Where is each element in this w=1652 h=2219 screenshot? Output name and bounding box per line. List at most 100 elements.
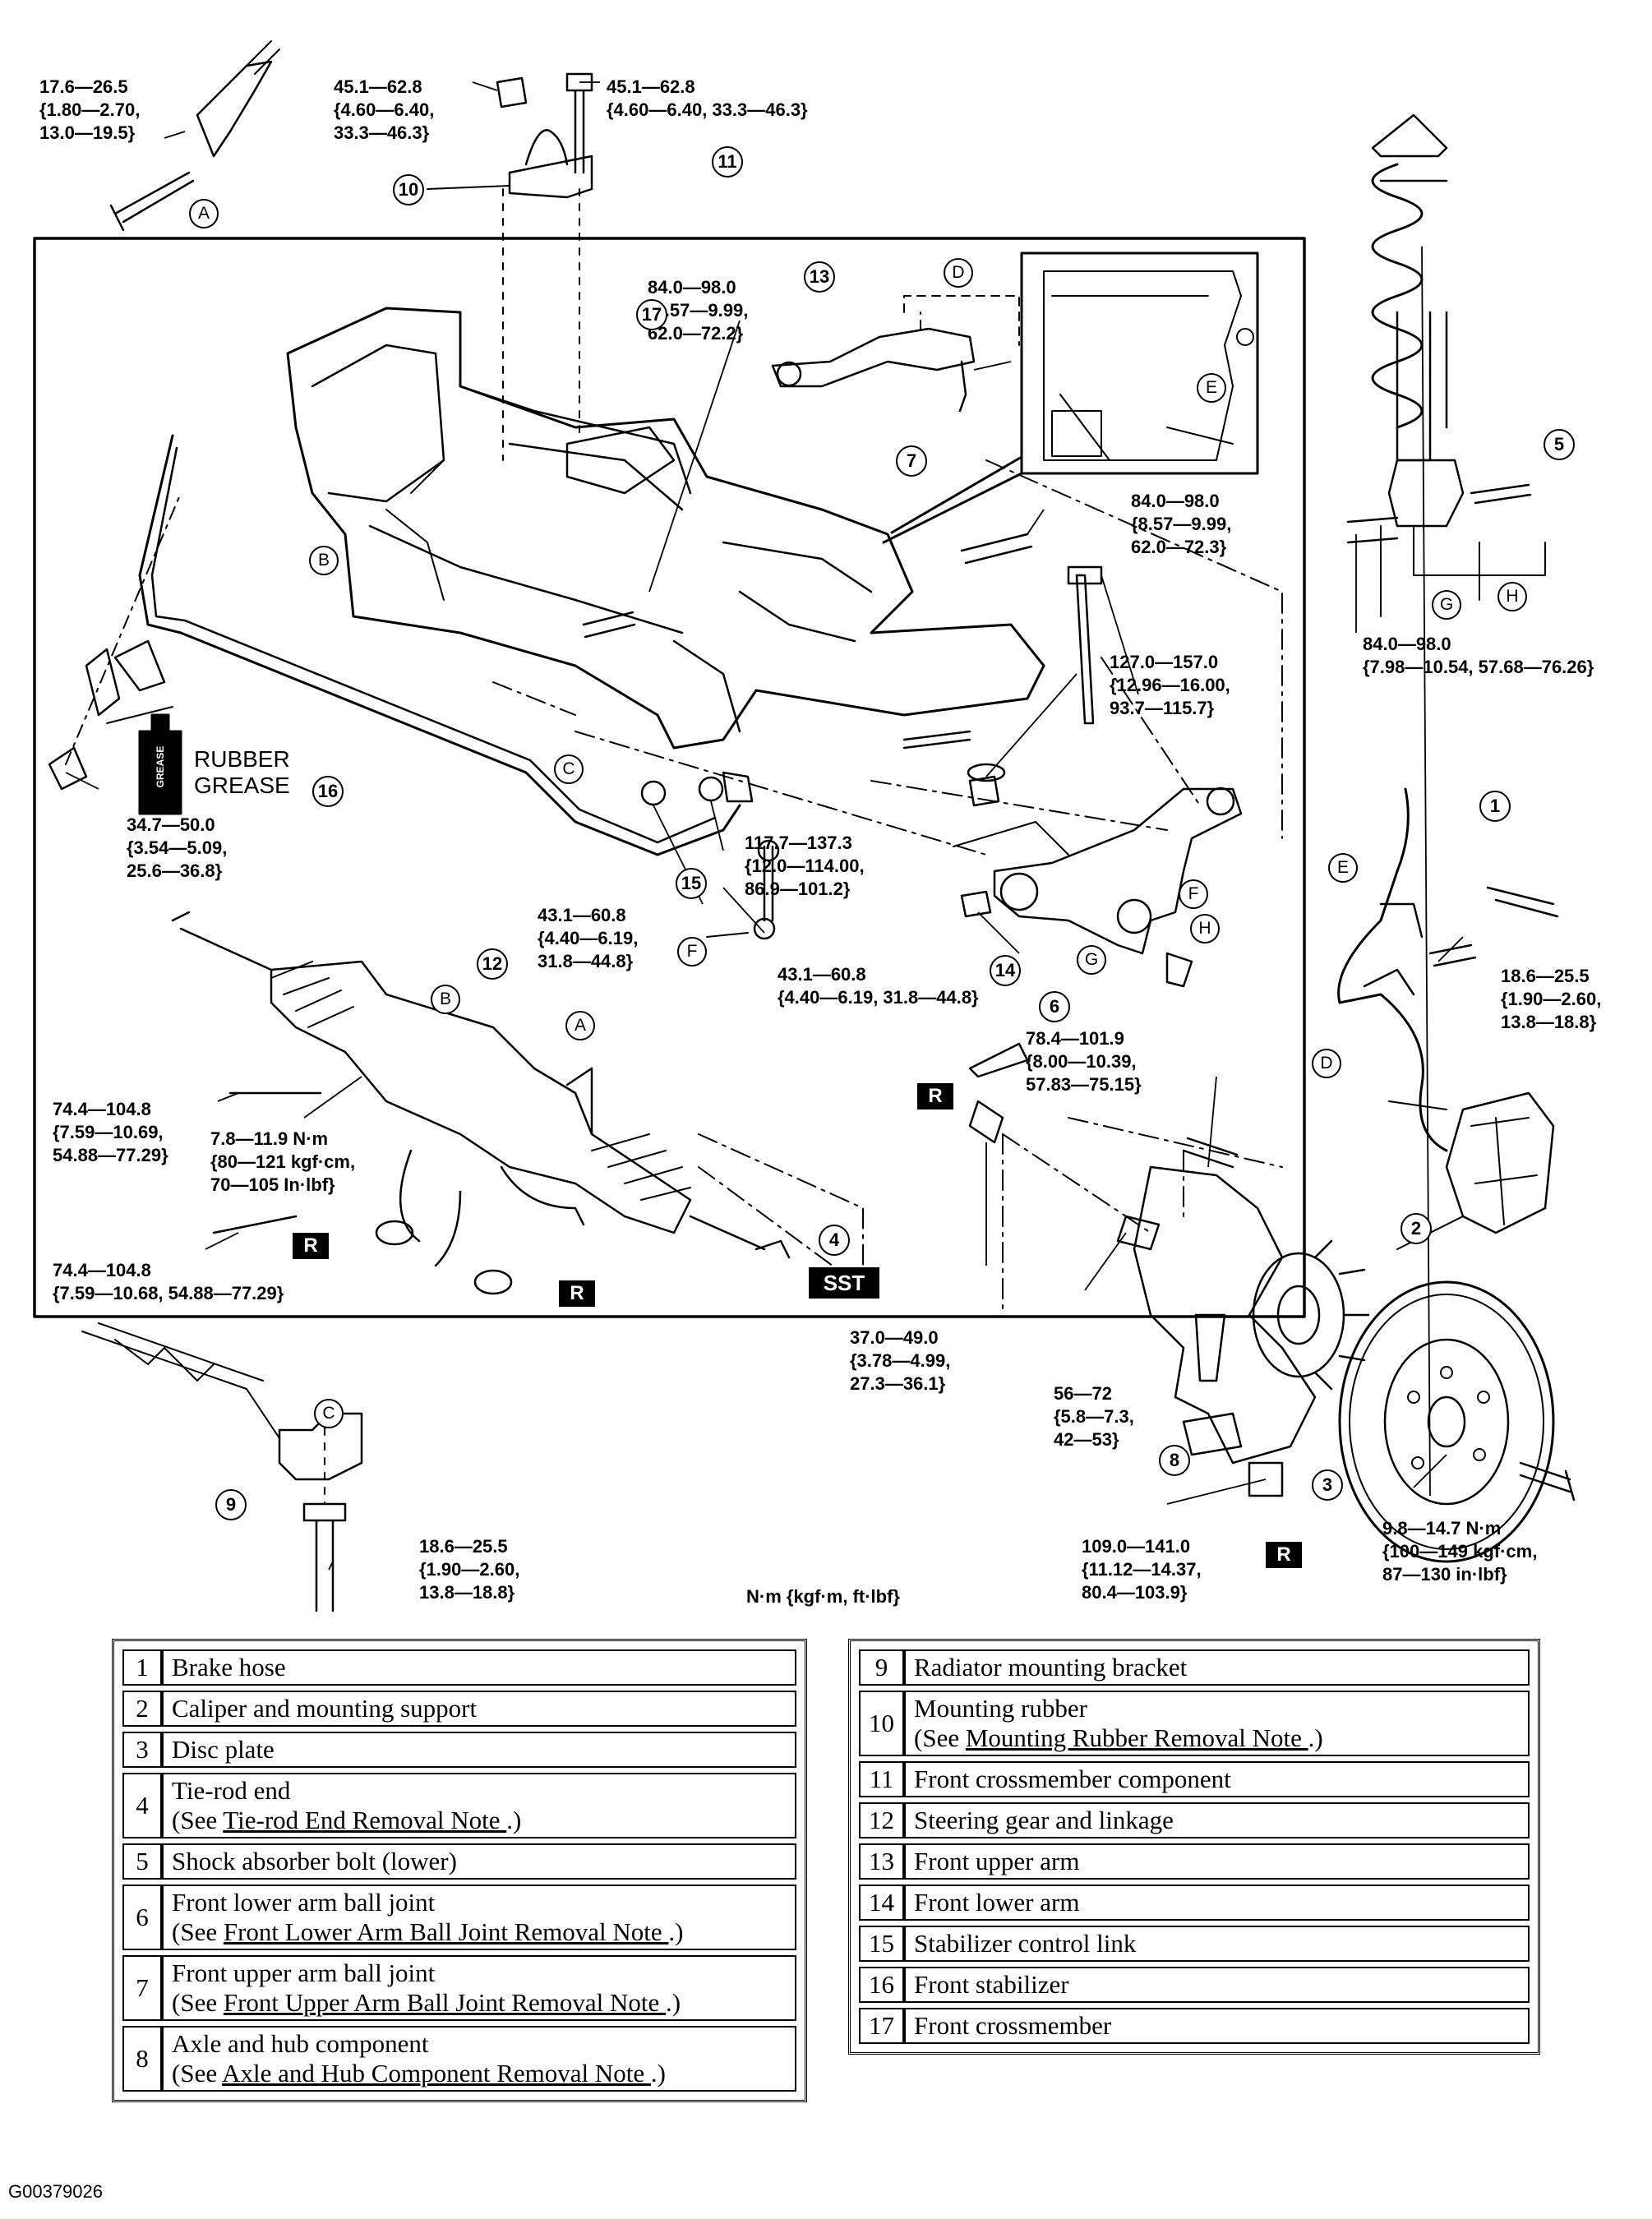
callout-3: 3 [1312, 1469, 1343, 1501]
torque-tierod-nut: 37.0—49.0 {3.78—4.99, 27.3—36.1} [850, 1327, 951, 1394]
torque-lower-arm-rear: 127.0—157.0 {12.96—16.00, 93.7—115.7} [1110, 652, 1230, 718]
upper-arm-drawing [771, 327, 976, 388]
ref-E-inset: E [1197, 373, 1226, 403]
replace-badge-hub-nut: R [1266, 1542, 1302, 1568]
ref-C-bracket: C [314, 1399, 344, 1428]
torque-upper-arm-bolt: 84.0—98.0 {8.57—9.99, 62.0—72.3} [1131, 491, 1232, 557]
clamp [375, 1220, 414, 1246]
torque-lower-arm-front: 117.7—137.3 {12.0—114.00, 86.9—101.2} [745, 833, 865, 899]
torque-steering-column: 17.6—26.5 {1.80—2.70, 13.0—19.5} [39, 76, 141, 143]
callout-17: 17 [636, 299, 667, 330]
stab-bushing [113, 639, 166, 692]
legend-number: 5 [122, 1843, 162, 1880]
legend-description: Radiator mounting bracket [904, 1649, 1530, 1686]
legend-part-name: Radiator mounting bracket [914, 1653, 1188, 1682]
legend-number: 1 [122, 1649, 162, 1686]
ref-D-hose: D [1312, 1049, 1341, 1078]
callout-9: 9 [215, 1489, 247, 1520]
callout-16: 16 [312, 776, 344, 807]
torque-gear-small-bolt: 7.8—11.9 N·m {80—121 kgf·cm, 70—105 In·l… [210, 1128, 356, 1195]
legend-description: Mounting rubber(See Mounting Rubber Remo… [904, 1691, 1530, 1756]
legend-part-name: Brake hose [172, 1653, 286, 1682]
removal-note-link[interactable]: Tie-rod End Removal Note [223, 1806, 507, 1834]
callout-7: 7 [896, 445, 927, 477]
legend-part-name: Front upper arm ball joint [172, 1958, 436, 1987]
legend-removal-note: (See Axle and Hub Component Removal Note… [172, 2059, 787, 2088]
note-prefix: (See [172, 2059, 223, 2088]
units-note: N·m {kgf·m, ft·lbf} [746, 1586, 900, 1607]
radiator-bracket-drawing [278, 1412, 363, 1481]
ref-C-crossmember: C [554, 754, 584, 784]
inset-drawing [1043, 270, 1242, 461]
torque-hub-nut: 109.0—141.0 {11.12—14.37, 80.4—103.9} [1082, 1536, 1202, 1603]
torque-shock-lower: 84.0—98.0 {7.98—10.54, 57.68—76.26} [1363, 634, 1594, 677]
ref-G-shock: G [1432, 590, 1461, 620]
inset-pointer-2 [890, 455, 1023, 534]
note-suffix: .) [668, 1917, 684, 1946]
legend-number: 12 [859, 1802, 904, 1838]
callout-14: 14 [990, 955, 1021, 986]
shock-absorber-drawing [1371, 113, 1448, 158]
legend-number: 6 [122, 1885, 162, 1950]
legend-description: Front lower arm [904, 1885, 1530, 1921]
legend-description: Front lower arm ball joint(See Front Low… [162, 1885, 796, 1950]
callout-15: 15 [676, 868, 707, 899]
removal-note-link[interactable]: Mounting Rubber Removal Note [965, 1723, 1308, 1752]
mounting-rubber-drawing [508, 129, 593, 199]
legend-part-name: Front upper arm [914, 1847, 1080, 1875]
legend-removal-note: (See Front Lower Arm Ball Joint Removal … [172, 1917, 787, 1947]
legend-removal-note: (See Tie-rod End Removal Note .) [172, 1806, 787, 1835]
inset-pointer [882, 472, 1023, 544]
knuckle-drawing [1133, 1165, 1317, 1465]
note-prefix: (See [172, 1806, 224, 1834]
removal-note-link[interactable]: Front Lower Arm Ball Joint Removal Note [223, 1917, 669, 1946]
legend-description: Front upper arm [904, 1843, 1530, 1880]
legend-description: Front crossmember [904, 2008, 1530, 2044]
legend-removal-note: (See Mounting Rubber Removal Note .) [914, 1723, 1520, 1753]
legend-description: Tie-rod end(See Tie-rod End Removal Note… [162, 1773, 796, 1838]
legend-number: 3 [122, 1732, 162, 1768]
callout-11: 11 [712, 146, 743, 178]
removal-note-link[interactable]: Axle and Hub Component Removal Note [222, 2059, 651, 2088]
removal-note-link[interactable]: Front Upper Arm Ball Joint Removal Note [223, 1988, 666, 2017]
ref-F-arm: F [1179, 879, 1208, 909]
legend-number: 16 [859, 1967, 904, 2003]
legend-part-name: Tie-rod end [172, 1776, 291, 1805]
legend-row: 1 Brake hose [122, 1649, 796, 1686]
legend-part-name: Shock absorber bolt (lower) [172, 1847, 457, 1875]
column-bolt [109, 171, 195, 232]
ref-H-arm: H [1190, 914, 1220, 943]
legend-part-name: Axle and hub component [172, 2029, 429, 2058]
legend-number: 9 [859, 1649, 904, 1686]
ref-D-top: D [944, 258, 973, 288]
note-suffix: .) [650, 2059, 666, 2088]
ref-A-gear: A [565, 1011, 595, 1040]
callout-6: 6 [1039, 991, 1070, 1022]
torque-gear-bolt-2: 74.4—104.8 {7.59—10.68, 54.88—77.29} [53, 1260, 284, 1303]
legend-description: Axle and hub component(See Axle and Hub … [162, 2026, 796, 2092]
grease-can-text: GREASE [155, 745, 166, 788]
note-prefix: (See [172, 1917, 224, 1946]
mount-bolt [565, 72, 593, 174]
rubber-grease-label: RUBBER GREASE [194, 746, 290, 798]
crossmember-body [286, 307, 1045, 750]
replace-badge-knuckle-nut: R [917, 1083, 953, 1110]
callout-2: 2 [1401, 1213, 1432, 1244]
inset-bolt [1236, 328, 1254, 346]
legend-number: 10 [859, 1691, 904, 1756]
legend-part-name: Front crossmember [914, 2011, 1112, 2040]
steering-gear-drawing [270, 960, 692, 1234]
legend-description: Steering gear and linkage [904, 1802, 1530, 1838]
special-service-tool-badge: SST [809, 1267, 879, 1299]
replace-badge-clamp-2: R [559, 1280, 595, 1307]
torque-stabilizer-bracket: 34.7—50.0 {3.54—5.09, 25.6—36.8} [127, 814, 228, 881]
torque-stabilizer-link: 43.1—60.8 {4.40—6.19, 31.8—44.8} [538, 905, 639, 971]
legend-number: 15 [859, 1926, 904, 1962]
